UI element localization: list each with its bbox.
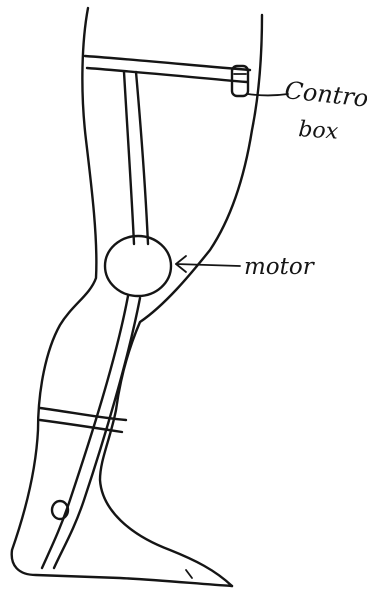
upper-brace-bar bbox=[124, 72, 148, 244]
heel-mark bbox=[186, 570, 192, 578]
motor-label: motor bbox=[244, 254, 316, 280]
leg-back-contour bbox=[12, 8, 232, 586]
control-box-label-line1: Control bbox=[283, 76, 367, 113]
control-box-leader bbox=[248, 94, 288, 96]
leg-front-contour bbox=[100, 15, 262, 586]
control-box-label-line2: box bbox=[298, 117, 340, 145]
lower-brace-bar bbox=[42, 296, 140, 568]
motor-leader bbox=[176, 256, 240, 272]
motor bbox=[105, 236, 171, 296]
thigh-strap bbox=[85, 56, 250, 82]
